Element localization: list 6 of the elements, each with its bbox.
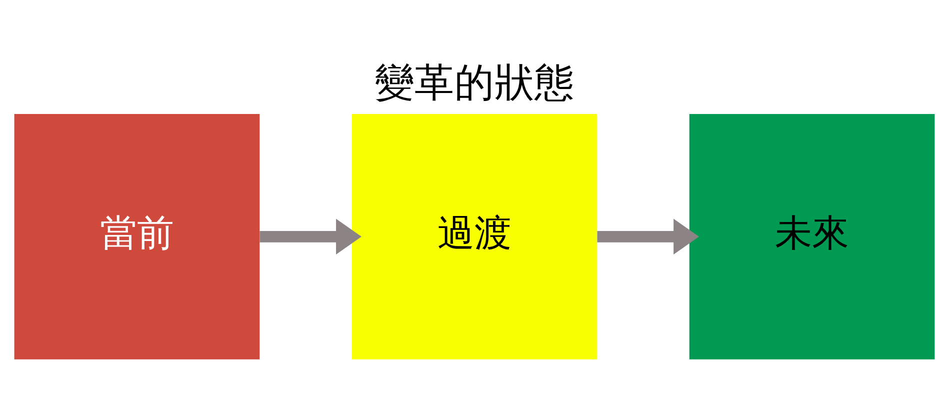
node-box: 當前	[14, 113, 260, 359]
node-box: 未來	[689, 113, 935, 359]
node-box: 過渡	[352, 113, 598, 359]
diagram-title: 變革的狀態	[374, 60, 574, 106]
arrow	[260, 218, 362, 254]
arrow	[597, 218, 700, 254]
